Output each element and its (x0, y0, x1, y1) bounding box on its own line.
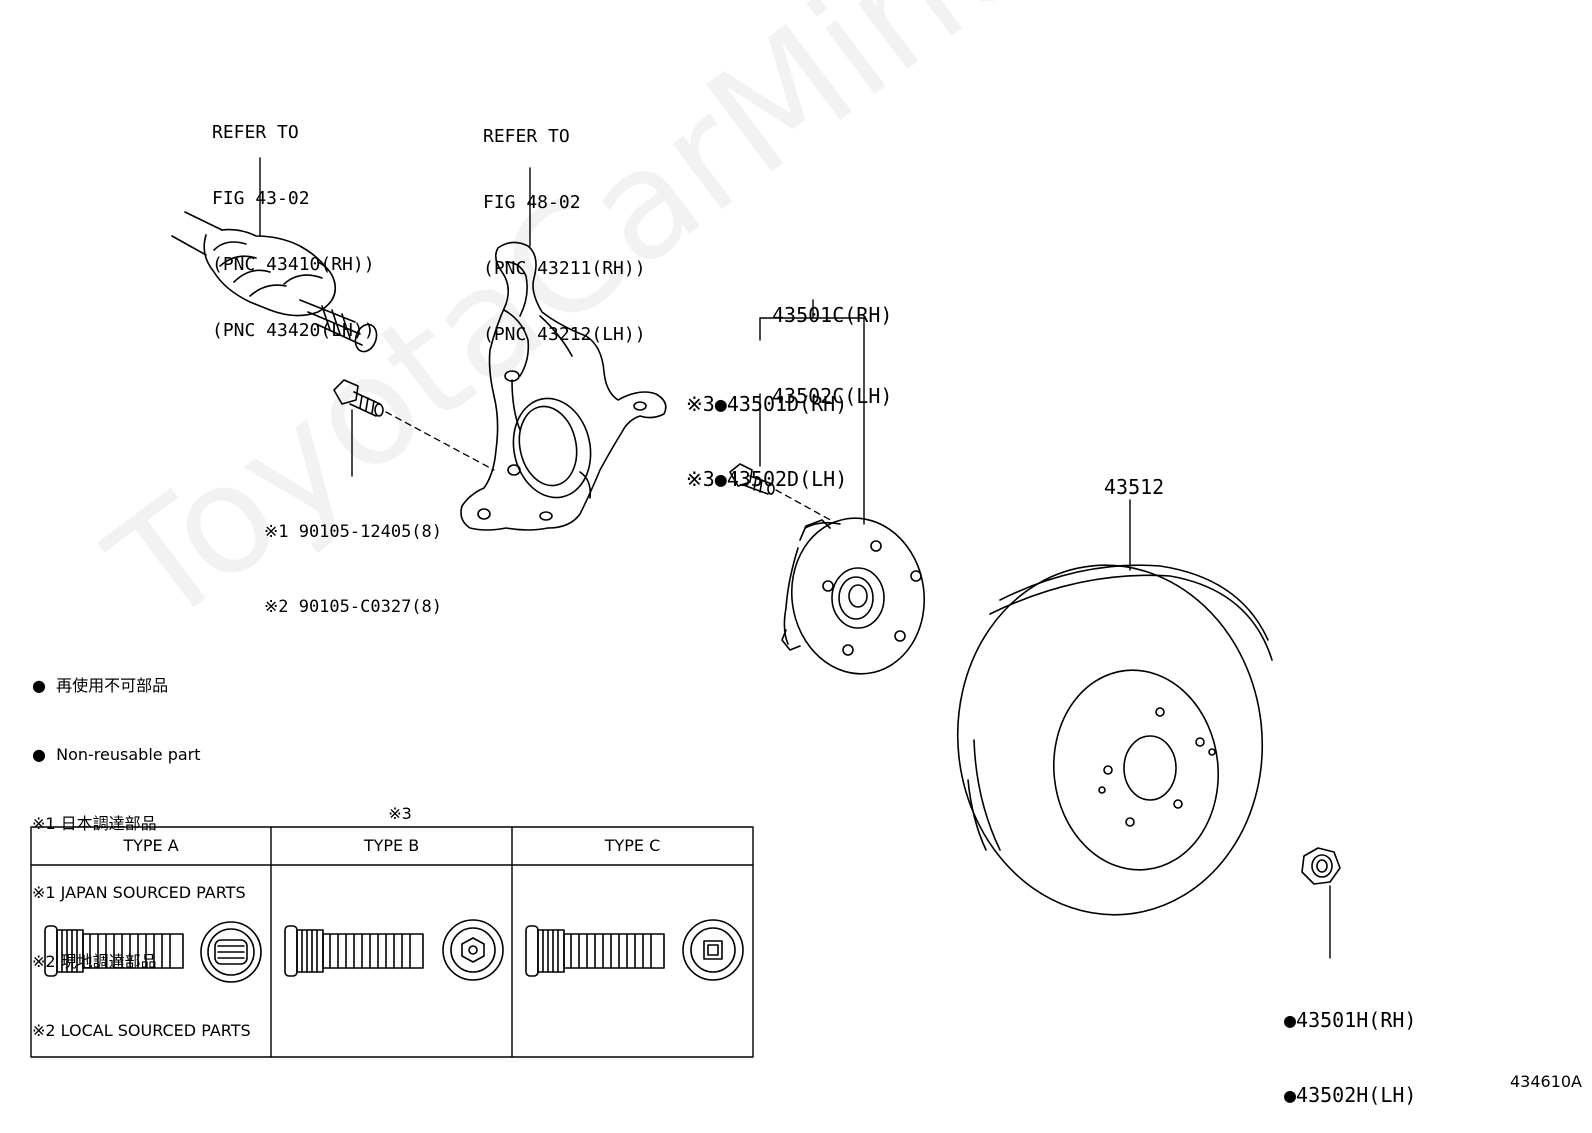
type-b-header: TYPE B (363, 836, 420, 855)
legend-line-2: ● Non-reusable part (32, 745, 201, 764)
knuckle-callout: REFER TO FIG 48-02 (PNC 43211(RH)) (PNC … (483, 82, 646, 368)
legend-line-5: ※2 現地調達部品 (32, 952, 157, 971)
knuckle-bolt-callout: ※1 90105-12405(8) ※2 90105-C0327(8) (264, 470, 442, 645)
brake-disc-part (956, 564, 1273, 916)
driveshaft-line-3: (PNC 43410(RH)) (212, 254, 375, 275)
type-a-header: TYPE A (123, 836, 179, 855)
hub-assy-callout: 43501C(RH) 43502C(LH) (772, 248, 892, 437)
knuckle-bolt-line-2: ※2 90105-C0327(8) (264, 597, 443, 617)
knuckle-line-3: (PNC 43211(RH)) (483, 258, 646, 279)
disc-callout: 43512 (1104, 475, 1165, 499)
legend-line-6: ※2 LOCAL SOURCED PARTS (32, 1021, 251, 1040)
figure-id: 434610A (1509, 1072, 1582, 1091)
driveshaft-line-4: (PNC 43420(LH)) (212, 320, 375, 341)
hub-assembly-part (781, 517, 926, 675)
hub-nut-part (1301, 847, 1341, 885)
driveshaft-line-1: REFER TO (212, 122, 299, 143)
driveshaft-line-2: FIG 43-02 (212, 188, 310, 209)
knuckle-line-2: FIG 48-02 (483, 192, 581, 213)
type-c-stud (525, 919, 744, 981)
legend-line-3: ※1 日本調達部品 (32, 814, 157, 833)
parts-diagram (30, 157, 1341, 1058)
knuckle-bolt-line-1: ※1 90105-12405(8) (264, 522, 443, 542)
nut-callout: ●43501H(RH) ●43502H(LH) (1284, 958, 1416, 1133)
knuckle-line-1: REFER TO (483, 126, 570, 147)
type-c-header: TYPE C (604, 836, 661, 855)
hub-assy-line-2: 43502C(LH) (772, 384, 893, 408)
knuckle-bolt-part (333, 379, 384, 417)
nut-line-2: ●43502H(LH) (1284, 1083, 1417, 1107)
steering-knuckle-part (460, 241, 667, 531)
hub-bolt-callout: ※3●43501D(RH) ※3●43502D(LH) (686, 342, 847, 517)
type-a-stud (44, 921, 262, 983)
nut-line-1: ●43501H(RH) (1284, 1008, 1417, 1032)
type-table-frame (30, 826, 754, 1058)
driveshaft-callout: REFER TO FIG 43-02 (PNC 43410(RH)) (PNC … (212, 78, 375, 364)
drive-shaft-part (171, 211, 378, 353)
type-b-stud (284, 919, 504, 981)
legend-line-4: ※1 JAPAN SOURCED PARTS (32, 883, 246, 902)
hub-bolt-part (729, 463, 775, 495)
legend: ● 再使用不可部品 ● Non-reusable part ※1 日本調達部品 … (32, 628, 251, 1065)
knuckle-line-4: (PNC 43212(LH)) (483, 324, 646, 345)
legend-line-1: ● 再使用不可部品 (32, 676, 169, 695)
hub-assy-line-1: 43501C(RH) (772, 303, 893, 327)
hub-bolt-line-2: ※3●43502D(LH) (686, 467, 848, 491)
type-table-note: ※3 (388, 804, 412, 823)
hub-bolt-line-1: ※3●43501D(RH) (686, 392, 848, 416)
